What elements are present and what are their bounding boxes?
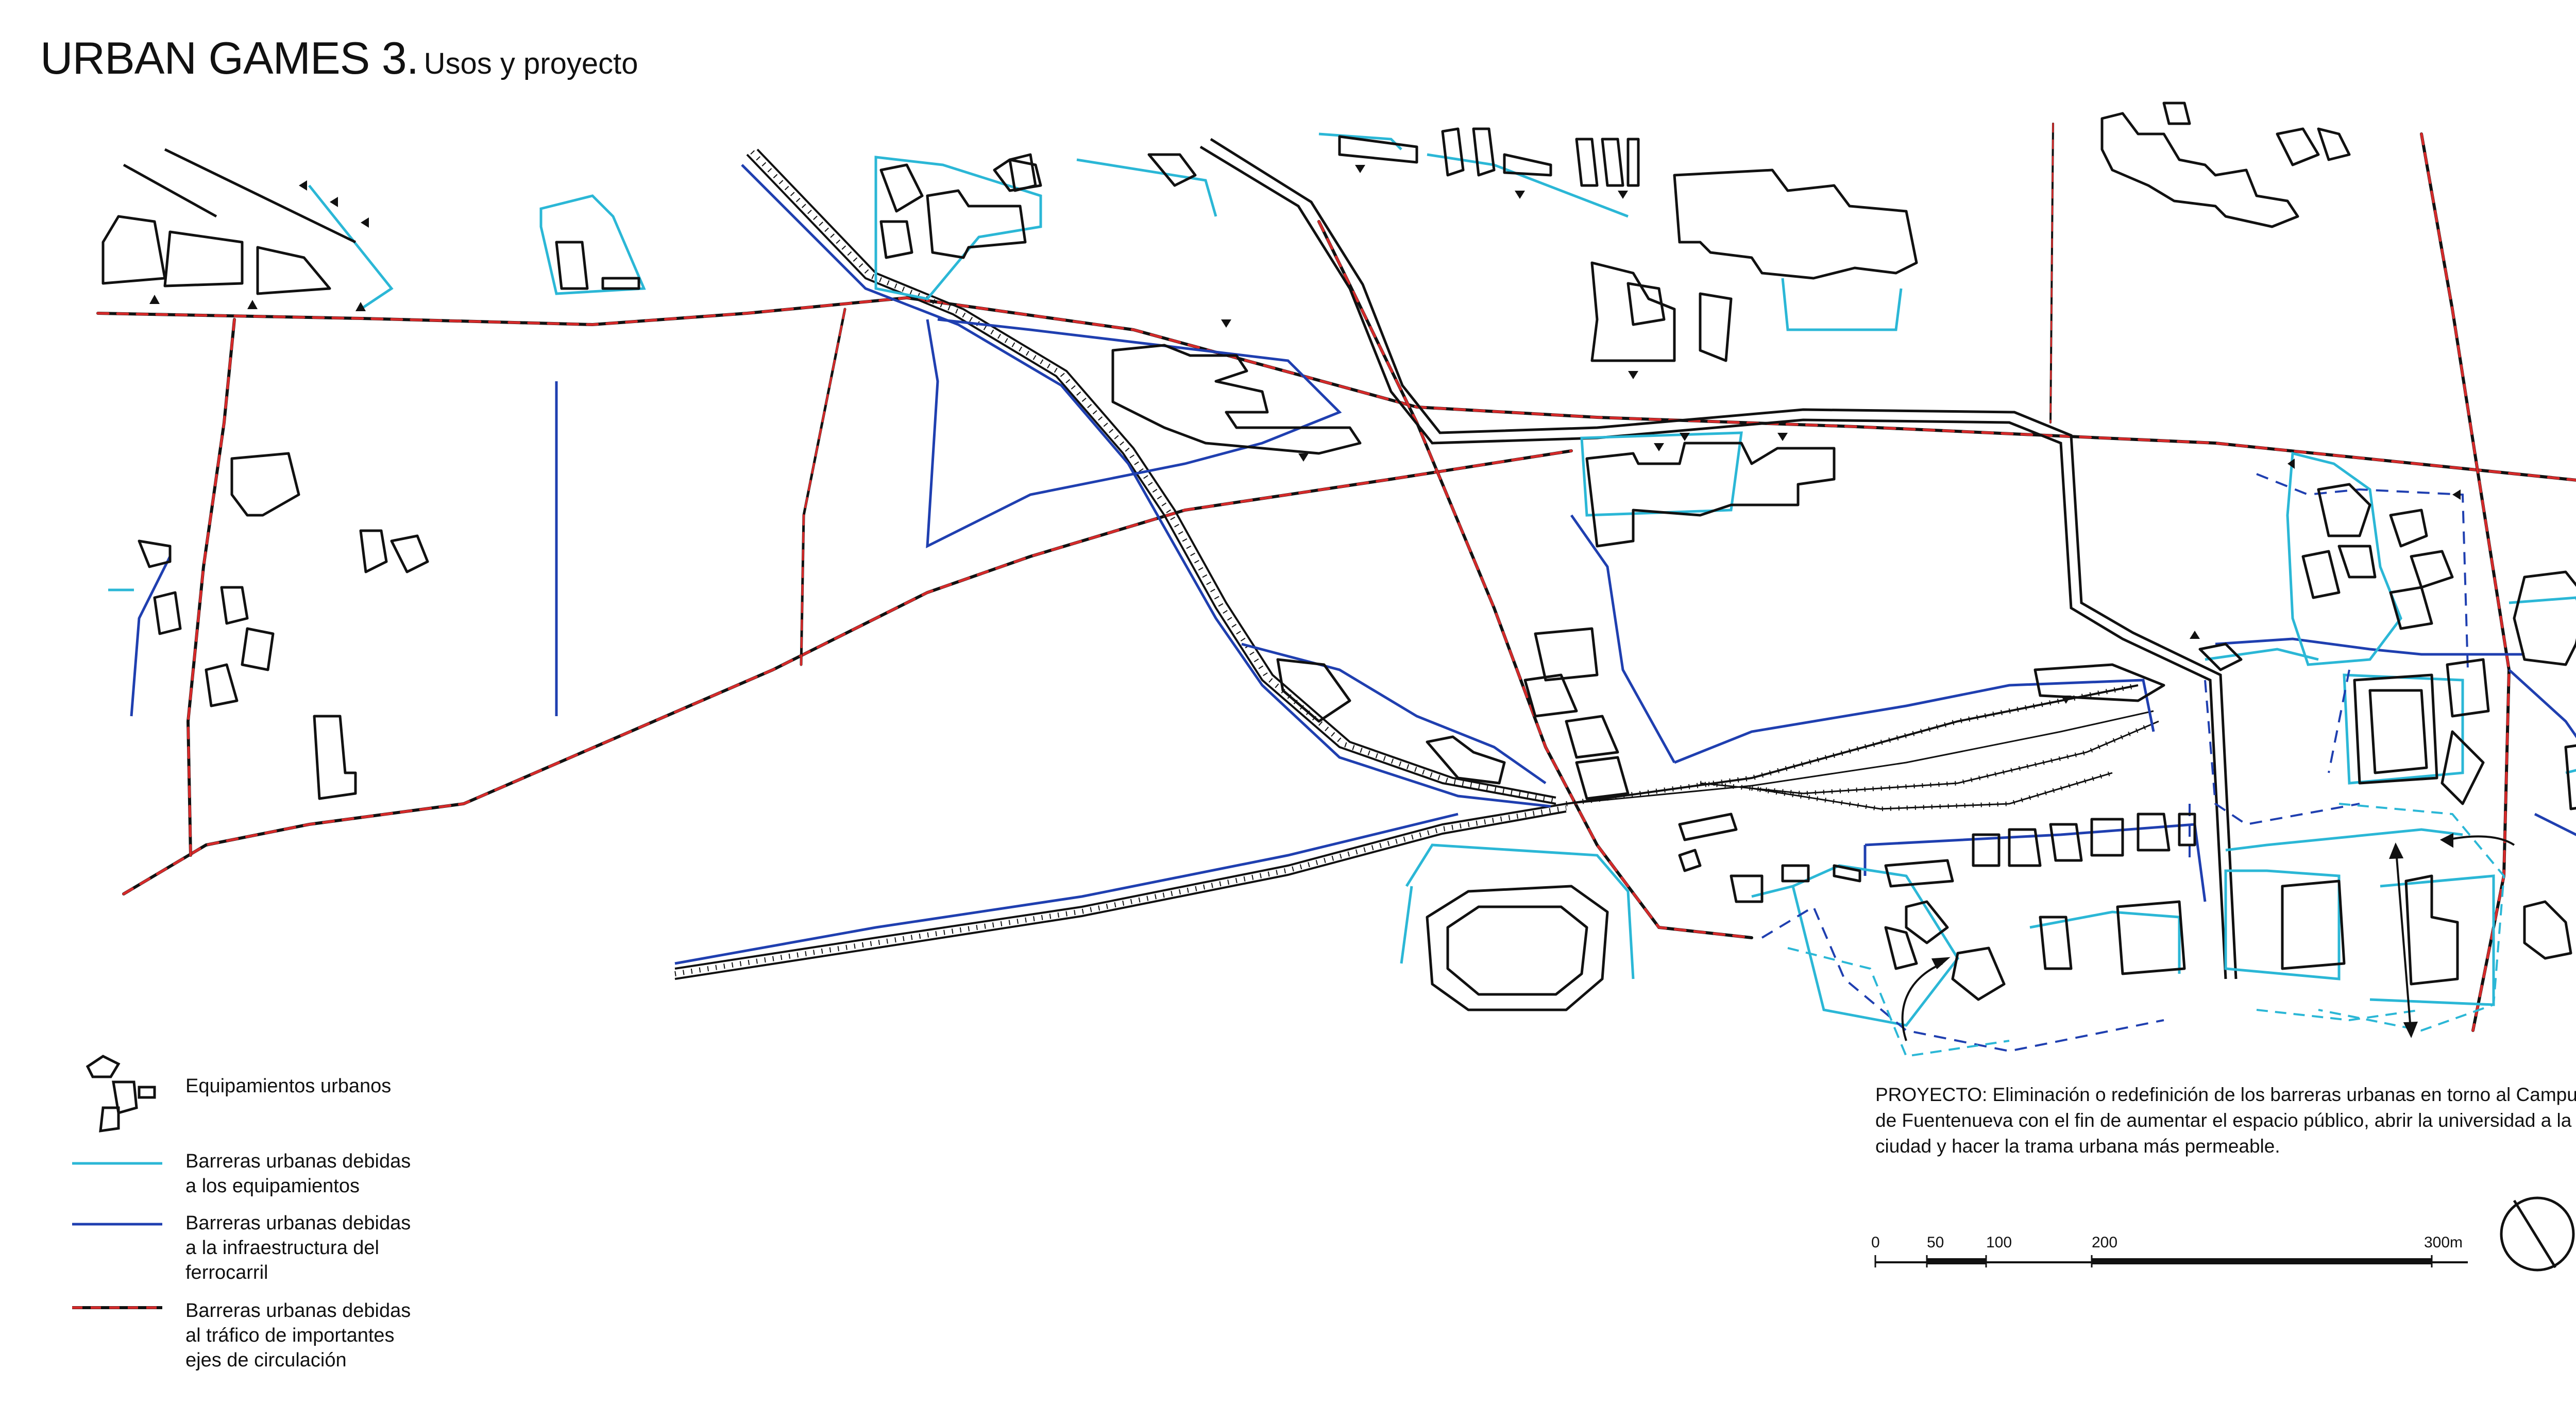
rail-barrier-lines bbox=[130, 164, 2576, 965]
traffic-road-west bbox=[186, 318, 236, 857]
railway bbox=[674, 148, 2160, 980]
traffic-road-central bbox=[1317, 220, 1753, 939]
traffic-road-east-2 bbox=[2049, 123, 2054, 424]
north-arrow-icon bbox=[2500, 1196, 2575, 1272]
double-ring-road bbox=[1199, 138, 2238, 979]
legend-label-equipamientos: Equipamientos urbanos bbox=[185, 1075, 392, 1097]
traffic-road-south bbox=[122, 449, 1573, 895]
scale-label-0: 0 bbox=[1871, 1234, 1880, 1251]
title-sub: Usos y proyecto bbox=[423, 47, 638, 80]
scale-bar bbox=[1874, 1255, 2468, 1267]
legend-label-barrera-equipamientos: Barreras urbanas debidas a los equipamie… bbox=[185, 1151, 411, 1197]
title-main: URBAN GAMES 3. bbox=[40, 32, 419, 83]
scale-label-300m: 300m bbox=[2424, 1234, 2463, 1251]
legend-label-barrera-trafico: Barreras urbanas debidas al tráfico de i… bbox=[185, 1300, 411, 1371]
access-arrow-marks bbox=[149, 165, 2461, 704]
traffic-road-east bbox=[2420, 132, 2511, 1032]
scale-label-100: 100 bbox=[1986, 1234, 2012, 1251]
legend-label-barrera-ferrocarril: Barreras urbanas debidas a la infraestru… bbox=[185, 1212, 411, 1283]
project-description: PROYECTO: Eliminación o redefinición de … bbox=[1875, 1084, 2576, 1157]
equipment-barrier-lines bbox=[108, 132, 2576, 1027]
project-curved-arrows bbox=[1901, 833, 2515, 1041]
page-title: URBAN GAMES 3. Usos y proyecto bbox=[40, 32, 638, 84]
buildings bbox=[101, 102, 2576, 1011]
scale-label-50: 50 bbox=[1927, 1234, 1944, 1251]
legend-equipment-symbol bbox=[86, 1055, 156, 1132]
proposed-dashed-lines bbox=[1761, 473, 2469, 1053]
scale-label-200: 200 bbox=[2092, 1234, 2118, 1251]
traffic-road-mid bbox=[800, 308, 846, 666]
traffic-road-north bbox=[96, 296, 2576, 482]
traffic-barrier-lines bbox=[96, 123, 2576, 1032]
proposed-cyan-dashed-lines bbox=[1787, 803, 2505, 1058]
